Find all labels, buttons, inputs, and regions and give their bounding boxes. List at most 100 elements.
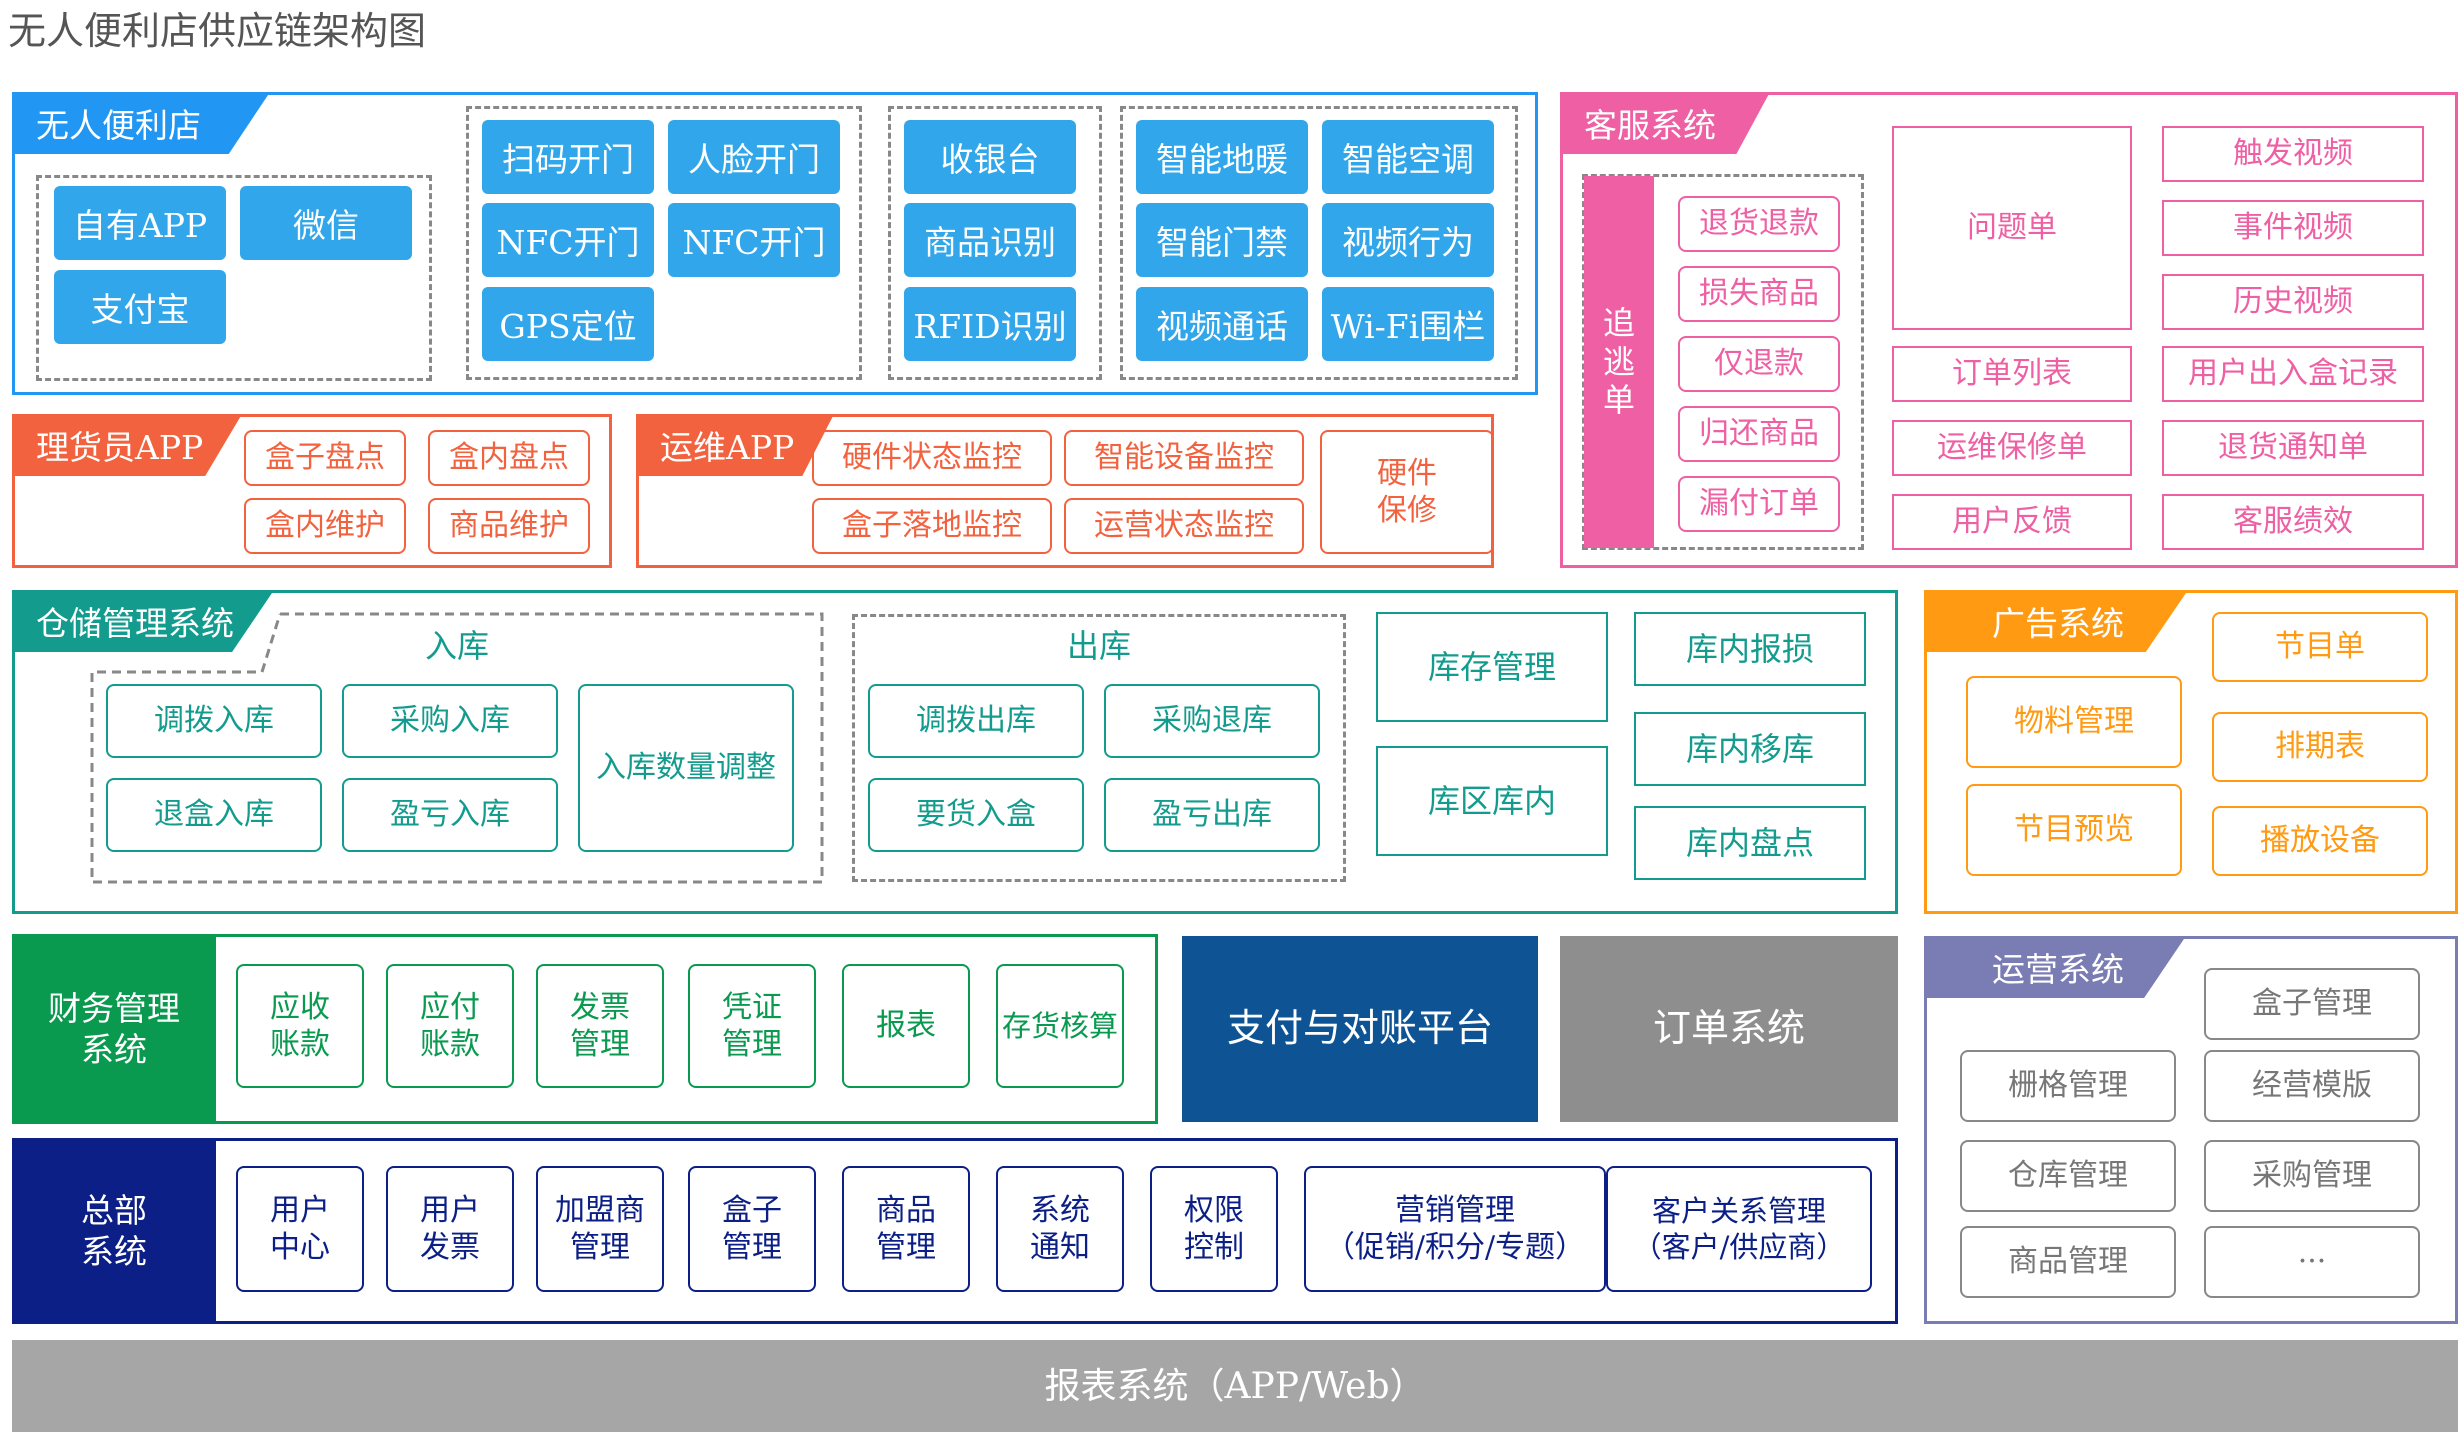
- smart-video-call[interactable]: 视频通话: [1136, 287, 1308, 361]
- channel-wechat[interactable]: 微信: [240, 186, 412, 260]
- cs-history-video[interactable]: 历史视频: [2162, 274, 2424, 330]
- inbound-quantity-adjust[interactable]: 入库数量调整: [578, 684, 794, 852]
- customer-service-panel: [1560, 92, 2458, 568]
- finance-receivable[interactable]: 应收 账款: [236, 964, 364, 1088]
- hq-franchisee[interactable]: 加盟商 管理: [536, 1166, 664, 1292]
- ops-warehouse-management[interactable]: 仓库管理: [1960, 1140, 2176, 1212]
- ops-purchase-management[interactable]: 采购管理: [2204, 1140, 2420, 1212]
- ops-business-template[interactable]: 经营模版: [2204, 1050, 2420, 1122]
- stock-management[interactable]: 库存管理: [1376, 612, 1608, 722]
- finance-voucher[interactable]: 凭证 管理: [688, 964, 816, 1088]
- ops-status-monitor[interactable]: 运营状态监控: [1064, 498, 1304, 554]
- hq-product-management[interactable]: 商品 管理: [842, 1166, 970, 1292]
- ads-schedule[interactable]: 排期表: [2212, 712, 2428, 782]
- smart-floor-heating[interactable]: 智能地暖: [1136, 120, 1308, 194]
- outbound-group: [852, 614, 1346, 882]
- ops-box-management[interactable]: 盒子管理: [2204, 968, 2420, 1040]
- access-scan[interactable]: 扫码开门: [482, 120, 654, 194]
- inbound-title: 入库: [424, 627, 489, 665]
- stock-count[interactable]: 库内盘点: [1634, 806, 1866, 880]
- hq-user-invoice[interactable]: 用户 发票: [386, 1166, 514, 1292]
- channel-own-app[interactable]: 自有APP: [54, 186, 226, 260]
- cs-repair-order[interactable]: 运维保修单: [1892, 420, 2132, 476]
- finance-invoice[interactable]: 发票 管理: [536, 964, 664, 1088]
- ads-title: 广告系统: [1924, 590, 2188, 652]
- cs-order-list[interactable]: 订单列表: [1892, 346, 2132, 402]
- inbound-group-border: [90, 612, 824, 884]
- ops-more[interactable]: ···: [2204, 1226, 2420, 1298]
- smart-door-access[interactable]: 智能门禁: [1136, 203, 1308, 277]
- cs-return-notice[interactable]: 退货通知单: [2162, 420, 2424, 476]
- smart-air-conditioner[interactable]: 智能空调: [1322, 120, 1494, 194]
- report-system[interactable]: 报表系统（APP/Web）: [12, 1340, 2458, 1432]
- stock-relocate[interactable]: 库内移库: [1634, 712, 1866, 786]
- cs-refund-only[interactable]: 仅退款: [1678, 336, 1840, 392]
- cs-performance[interactable]: 客服绩效: [2162, 494, 2424, 550]
- ops-hardware-repair[interactable]: 硬件 保修: [1320, 430, 1494, 554]
- stock-area[interactable]: 库区库内: [1376, 746, 1608, 856]
- finance-inventory-accounting[interactable]: 存货核算: [996, 964, 1124, 1088]
- channel-group: [36, 175, 432, 381]
- ads-preview[interactable]: 节目预览: [1966, 784, 2182, 876]
- ops-product-management[interactable]: 商品管理: [1960, 1226, 2176, 1298]
- ops-box-landing-monitor[interactable]: 盒子落地监控: [812, 498, 1052, 554]
- access-gps[interactable]: GPS定位: [482, 287, 654, 361]
- cs-ticket[interactable]: 问题单: [1892, 126, 2132, 330]
- outbound-purchase-return[interactable]: 采购退库: [1104, 684, 1320, 758]
- stock-damage-report[interactable]: 库内报损: [1634, 612, 1866, 686]
- page-title: 无人便利店供应链架构图: [8, 9, 427, 54]
- inbound-profit-loss[interactable]: 盈亏入库: [342, 778, 558, 852]
- smart-video-behavior[interactable]: 视频行为: [1322, 203, 1494, 277]
- hq-crm[interactable]: 客户关系管理 （客户/供应商）: [1606, 1166, 1872, 1292]
- cs-event-video[interactable]: 事件视频: [2162, 200, 2424, 256]
- ops-grid-management[interactable]: 栅格管理: [1960, 1050, 2176, 1122]
- hq-user-center[interactable]: 用户 中心: [236, 1166, 364, 1292]
- access-nfc-2[interactable]: NFC开门: [668, 203, 840, 277]
- hq-marketing[interactable]: 营销管理 （促销/积分/专题）: [1304, 1166, 1606, 1292]
- stocker-app-panel: [12, 414, 612, 568]
- inbound-transfer[interactable]: 调拨入库: [106, 684, 322, 758]
- checkout-cashier[interactable]: 收银台: [904, 120, 1076, 194]
- stocker-in-box-maintain[interactable]: 盒内维护: [244, 498, 406, 554]
- hq-box-management[interactable]: 盒子 管理: [688, 1166, 816, 1292]
- cs-missed-payment[interactable]: 漏付订单: [1678, 476, 1840, 532]
- outbound-request-to-box[interactable]: 要货入盒: [868, 778, 1084, 852]
- cs-box-entry-record[interactable]: 用户出入盒记录: [2162, 346, 2424, 402]
- stocker-in-box-count[interactable]: 盒内盘点: [428, 430, 590, 486]
- operations-panel: [1924, 936, 2458, 1324]
- ads-material[interactable]: 物料管理: [1966, 676, 2182, 768]
- chase-order[interactable]: 追 逃 单: [1584, 176, 1654, 548]
- inbound-purchase[interactable]: 采购入库: [342, 684, 558, 758]
- order-system[interactable]: 订单系统: [1560, 936, 1898, 1122]
- hq-system-notice[interactable]: 系统 通知: [996, 1166, 1124, 1292]
- warehouse-panel: [12, 590, 1898, 914]
- ops-smart-device-monitor[interactable]: 智能设备监控: [1064, 430, 1304, 486]
- finance-payable[interactable]: 应付 账款: [386, 964, 514, 1088]
- outbound-transfer[interactable]: 调拨出库: [868, 684, 1084, 758]
- cs-trigger-video[interactable]: 触发视频: [2162, 126, 2424, 182]
- checkout-product-recognition[interactable]: 商品识别: [904, 203, 1076, 277]
- cs-user-feedback[interactable]: 用户反馈: [1892, 494, 2132, 550]
- outbound-profit-loss[interactable]: 盈亏出库: [1104, 778, 1320, 852]
- warehouse-title: 仓储管理系统: [12, 590, 274, 652]
- ads-play-device[interactable]: 播放设备: [2212, 806, 2428, 876]
- smart-wifi-fence[interactable]: Wi-Fi围栏: [1322, 287, 1494, 361]
- ads-program-list[interactable]: 节目单: [2212, 612, 2428, 682]
- inbound-box-return[interactable]: 退盒入库: [106, 778, 322, 852]
- checkout-rfid[interactable]: RFID识别: [904, 287, 1076, 361]
- cs-return-goods[interactable]: 归还商品: [1678, 406, 1840, 462]
- hq-permission-control[interactable]: 权限 控制: [1150, 1166, 1278, 1292]
- stocker-product-maintain[interactable]: 商品维护: [428, 498, 590, 554]
- payment-reconciliation-platform[interactable]: 支付与对账平台: [1182, 936, 1538, 1122]
- ops-hardware-monitor[interactable]: 硬件状态监控: [812, 430, 1052, 486]
- access-nfc-1[interactable]: NFC开门: [482, 203, 654, 277]
- cs-return-refund[interactable]: 退货退款: [1678, 196, 1840, 252]
- finance-report[interactable]: 报表: [842, 964, 970, 1088]
- store-panel-title: 无人便利店: [12, 92, 270, 154]
- customer-service-title: 客服系统: [1560, 92, 1770, 154]
- chase-group: [1582, 174, 1864, 550]
- access-face[interactable]: 人脸开门: [668, 120, 840, 194]
- channel-alipay[interactable]: 支付宝: [54, 270, 226, 344]
- cs-lost-goods[interactable]: 损失商品: [1678, 266, 1840, 322]
- stocker-box-count[interactable]: 盒子盘点: [244, 430, 406, 486]
